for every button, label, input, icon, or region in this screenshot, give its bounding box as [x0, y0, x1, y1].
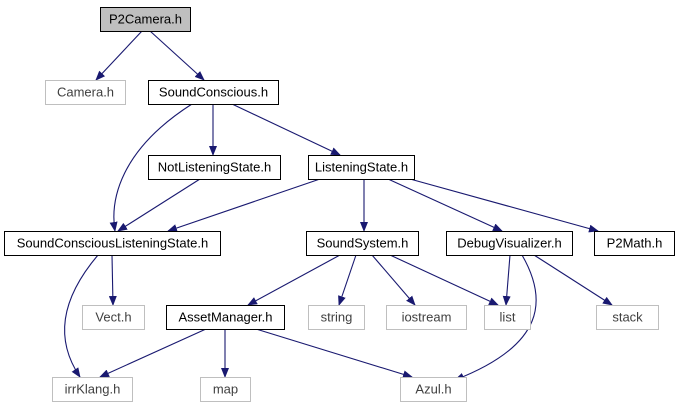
edge-p2camera-to-soundconscious — [149, 30, 205, 81]
edge-assetmanager-to-azul — [255, 328, 413, 379]
edge-debugvis-to-stack — [533, 254, 613, 306]
node-box-string[interactable] — [308, 305, 365, 330]
node-label-p2math: P2Math.h — [607, 235, 663, 250]
node-box-azul[interactable] — [400, 377, 467, 402]
edge-scls-to-vect — [108, 254, 117, 306]
node-stack[interactable]: stack — [596, 305, 659, 330]
node-box-camera[interactable] — [45, 80, 126, 105]
node-box-scls[interactable] — [4, 231, 221, 256]
node-box-soundsystem[interactable] — [306, 231, 419, 256]
node-label-vect: Vect.h — [95, 309, 131, 324]
node-debugvis[interactable]: DebugVisualizer.h — [446, 231, 573, 256]
node-p2camera[interactable]: P2Camera.h — [100, 7, 191, 32]
node-box-p2math[interactable] — [594, 231, 675, 256]
node-notlistening[interactable]: NotListeningState.h — [148, 155, 281, 180]
node-label-list: list — [500, 309, 516, 324]
node-label-soundconscious: SoundConscious.h — [159, 84, 268, 99]
node-label-map: map — [213, 381, 238, 396]
node-box-irrklang[interactable] — [52, 377, 133, 402]
node-list[interactable]: list — [484, 305, 531, 330]
node-box-p2camera[interactable] — [100, 7, 191, 32]
edge-soundsystem-to-assetmanager — [247, 254, 341, 306]
node-p2math[interactable]: P2Math.h — [594, 231, 675, 256]
node-label-string: string — [321, 309, 353, 324]
node-label-azul: Azul.h — [415, 381, 451, 396]
edges-layer — [64, 30, 613, 381]
node-label-debugvis: DebugVisualizer.h — [457, 235, 562, 250]
node-box-list[interactable] — [484, 305, 531, 330]
node-box-vect[interactable] — [82, 305, 145, 330]
node-label-listening: ListeningState.h — [315, 159, 408, 174]
node-soundsystem[interactable]: SoundSystem.h — [306, 231, 419, 256]
node-scls[interactable]: SoundConsciousListeningState.h — [4, 231, 221, 256]
edge-notlistening-to-scls — [117, 178, 201, 232]
node-label-soundsystem: SoundSystem.h — [317, 235, 409, 250]
edge-listening-to-debugvis — [387, 178, 503, 232]
node-assetmanager[interactable]: AssetManager.h — [166, 305, 285, 330]
node-box-assetmanager[interactable] — [166, 305, 285, 330]
node-box-notlistening[interactable] — [148, 155, 281, 180]
node-string[interactable]: string — [308, 305, 365, 330]
node-label-iostream: iostream — [402, 309, 452, 324]
edge-soundconscious-to-listening — [231, 103, 341, 156]
edge-assetmanager-to-irrklang — [99, 328, 207, 378]
node-irrklang[interactable]: irrKlang.h — [52, 377, 133, 402]
edge-soundconscious-to-scls — [109, 103, 193, 232]
edge-soundsystem-to-list — [389, 254, 499, 306]
edge-listening-to-p2math — [409, 178, 599, 233]
node-box-stack[interactable] — [596, 305, 659, 330]
node-label-p2camera: P2Camera.h — [109, 11, 182, 26]
node-map[interactable]: map — [200, 377, 251, 402]
node-label-stack: stack — [612, 309, 643, 324]
node-camera[interactable]: Camera.h — [45, 80, 126, 105]
node-box-soundconscious[interactable] — [148, 80, 279, 105]
node-label-irrklang: irrKlang.h — [65, 381, 121, 396]
edge-p2camera-to-camera — [95, 30, 143, 81]
edge-debugvis-to-azul — [454, 254, 537, 381]
node-label-assetmanager: AssetManager.h — [179, 309, 273, 324]
edge-debugvis-to-list — [502, 254, 511, 306]
node-vect[interactable]: Vect.h — [82, 305, 145, 330]
node-box-map[interactable] — [200, 377, 251, 402]
edge-listening-to-scls — [167, 178, 321, 232]
node-listening[interactable]: ListeningState.h — [308, 155, 415, 180]
node-label-notlistening: NotListeningState.h — [158, 159, 271, 174]
edge-soundsystem-to-string — [338, 254, 357, 306]
node-box-iostream[interactable] — [386, 305, 467, 330]
node-box-debugvis[interactable] — [446, 231, 573, 256]
node-box-listening[interactable] — [308, 155, 415, 180]
node-soundconscious[interactable]: SoundConscious.h — [148, 80, 279, 105]
node-label-scls: SoundConsciousListeningState.h — [17, 235, 209, 250]
edge-soundsystem-to-iostream — [371, 254, 416, 306]
node-azul[interactable]: Azul.h — [400, 377, 467, 402]
edge-scls-to-irrklang — [64, 254, 99, 378]
node-label-camera: Camera.h — [57, 84, 114, 99]
node-iostream[interactable]: iostream — [386, 305, 467, 330]
